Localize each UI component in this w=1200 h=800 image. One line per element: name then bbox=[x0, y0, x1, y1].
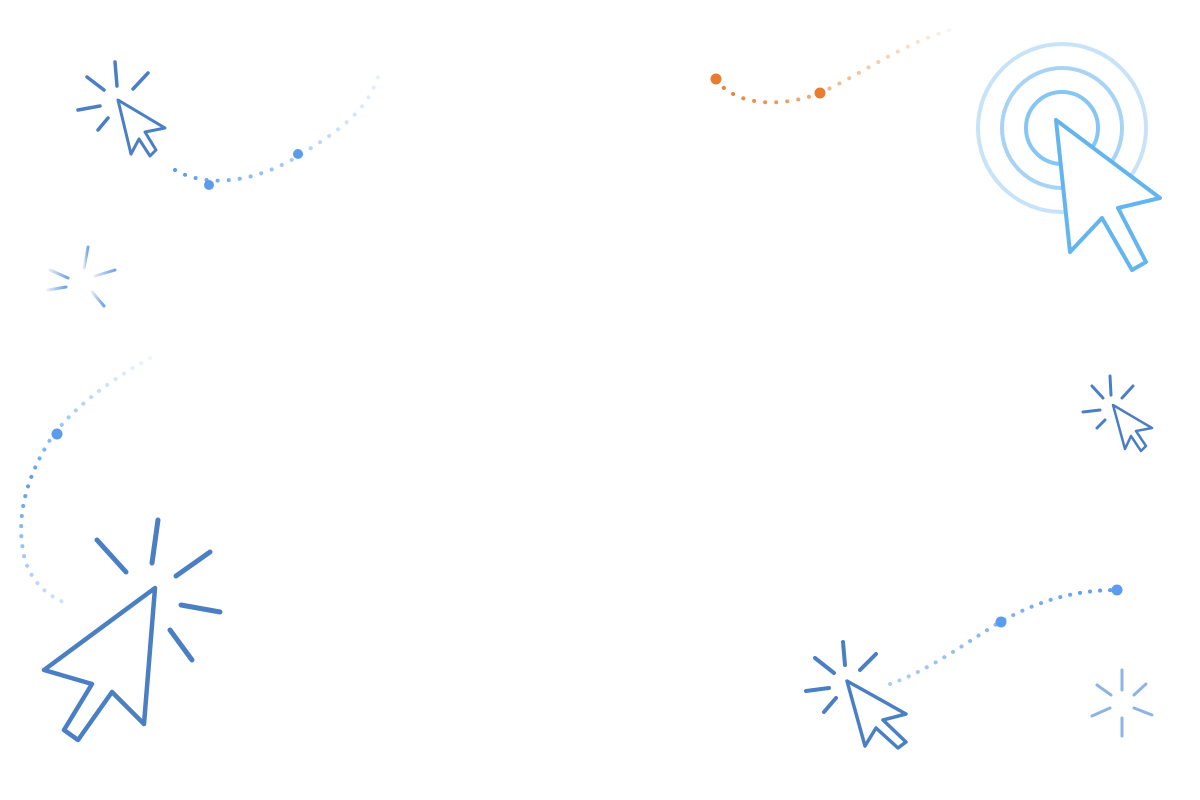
click-cursor-icon bbox=[1054, 118, 1162, 272]
dotted-trail bbox=[19, 356, 152, 605]
sparkle-icon bbox=[1090, 668, 1154, 738]
click-cursor-icon bbox=[1111, 403, 1154, 453]
sparkle-icon bbox=[94, 517, 223, 663]
dotted-trail bbox=[173, 68, 382, 190]
dotted-trail bbox=[710, 28, 952, 105]
dotted-trail bbox=[888, 584, 1123, 686]
click-cursor-icon bbox=[41, 585, 158, 743]
sparkle-icon bbox=[804, 640, 878, 714]
sparkle-icon bbox=[1081, 374, 1135, 430]
click-cursor-icon bbox=[116, 98, 167, 158]
sparkle-icon bbox=[46, 245, 117, 314]
sparkle-icon bbox=[76, 60, 150, 132]
click-cursor-icon bbox=[845, 679, 908, 750]
